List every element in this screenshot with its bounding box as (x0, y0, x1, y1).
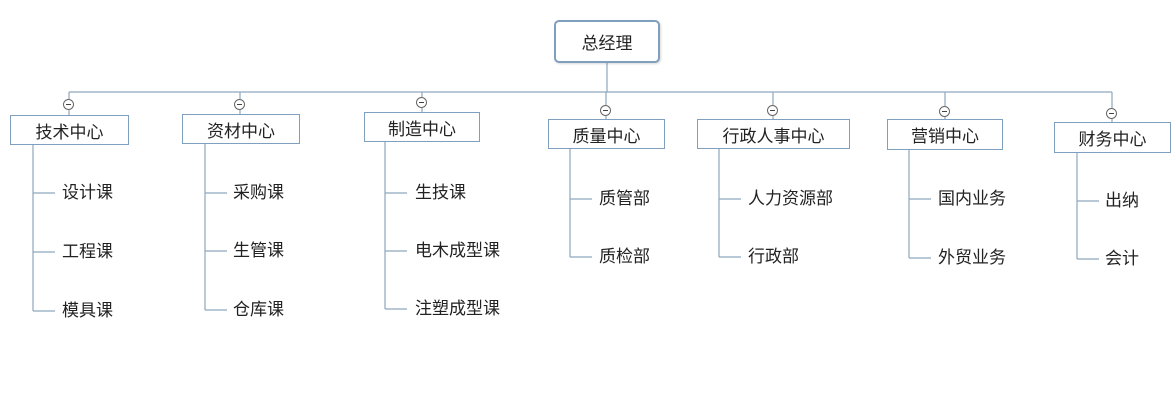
child-node[interactable]: 仓库课 (233, 300, 284, 320)
child-node[interactable]: 国内业务 (938, 189, 1006, 209)
child-node[interactable]: 模具课 (62, 301, 113, 321)
dept-node-manufacturing[interactable]: 制造中心 (364, 112, 480, 142)
root-node[interactable]: 总经理 (554, 20, 660, 63)
dept-label: 营销中心 (911, 127, 979, 147)
dept-label: 资材中心 (207, 121, 275, 142)
child-node[interactable]: 电木成型课 (415, 241, 500, 261)
dept-node-finance[interactable]: 财务中心 (1054, 122, 1171, 153)
dept-node-marketing[interactable]: 营销中心 (887, 119, 1003, 150)
child-node[interactable]: 生技课 (415, 183, 466, 203)
dept-node-materials[interactable]: 资材中心 (182, 114, 300, 144)
collapse-icon[interactable] (600, 105, 611, 116)
child-node[interactable]: 质检部 (599, 247, 650, 267)
dept-label: 行政人事中心 (722, 126, 825, 147)
child-node[interactable]: 质管部 (599, 189, 650, 209)
collapse-icon[interactable] (1106, 108, 1117, 119)
collapse-icon[interactable] (63, 99, 74, 110)
dept-label: 财务中心 (1078, 130, 1147, 150)
child-node[interactable]: 设计课 (62, 183, 113, 203)
child-node[interactable]: 人力资源部 (748, 189, 833, 209)
child-node[interactable]: 出纳 (1105, 191, 1139, 211)
collapse-icon[interactable] (234, 99, 245, 110)
child-node[interactable]: 注塑成型课 (415, 299, 500, 319)
root-label: 总经理 (581, 34, 633, 54)
child-node[interactable]: 外贸业务 (938, 248, 1006, 268)
child-node[interactable]: 生管课 (233, 241, 284, 261)
dept-node-admin-hr[interactable]: 行政人事中心 (697, 119, 850, 149)
dept-node-tech[interactable]: 技术中心 (10, 115, 129, 145)
child-node[interactable]: 会计 (1105, 249, 1139, 269)
dept-label: 技术中心 (35, 122, 104, 143)
child-node[interactable]: 行政部 (748, 247, 799, 267)
dept-label: 质量中心 (572, 126, 641, 147)
child-node[interactable]: 采购课 (233, 183, 284, 203)
child-node[interactable]: 工程课 (62, 242, 113, 262)
collapse-icon[interactable] (416, 97, 427, 108)
dept-label: 制造中心 (388, 119, 456, 140)
dept-node-quality[interactable]: 质量中心 (548, 119, 665, 149)
collapse-icon[interactable] (939, 106, 950, 117)
collapse-icon[interactable] (767, 105, 778, 116)
